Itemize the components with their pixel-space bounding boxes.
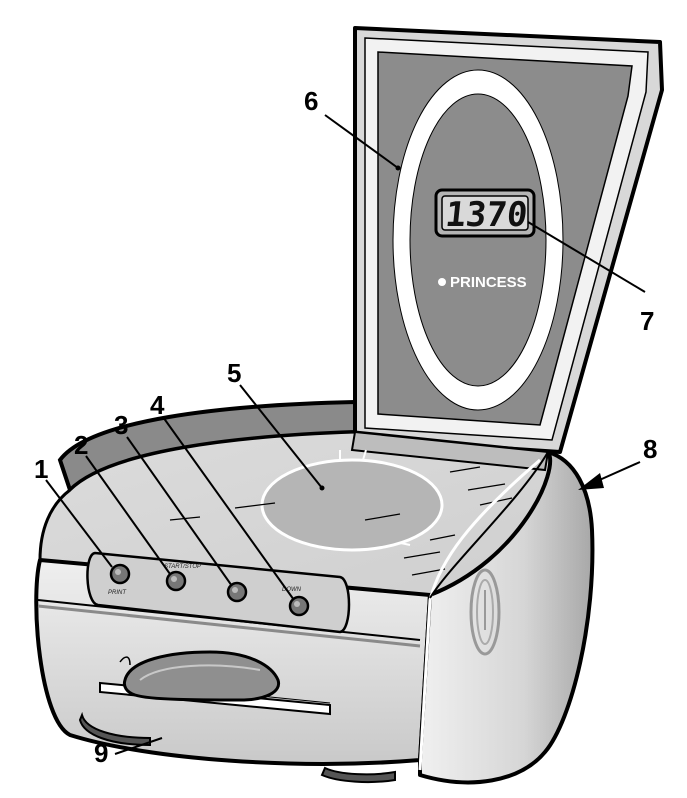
leader-line-6 — [324, 114, 399, 169]
brand-name: PRINCESS — [450, 274, 527, 291]
leader-line-9 — [114, 737, 163, 755]
start-stop-button[interactable] — [165, 570, 187, 592]
callout-7: 7 — [640, 306, 654, 336]
side-emblem-icon — [469, 568, 501, 656]
callout-4: 4 — [150, 390, 165, 420]
callout-9: 9 — [94, 738, 108, 768]
print-button[interactable] — [109, 563, 131, 585]
callout-5: 5 — [227, 358, 241, 388]
sticker-area — [260, 458, 444, 552]
button-panel: PRINT START/STOP DOWN — [86, 551, 351, 634]
base-body: PRINT START/STOP DOWN — [34, 399, 595, 785]
start-stop-button-label: START/STOP — [164, 564, 201, 570]
leader-line-7 — [527, 221, 646, 293]
leader-lines — [45, 114, 646, 755]
lid: 1370 PRINCESS — [353, 26, 664, 454]
down-button[interactable] — [288, 595, 310, 617]
down-button-label: DOWN — [282, 587, 302, 593]
callout-3: 3 — [114, 410, 128, 440]
lcd-display: 1370 — [434, 188, 536, 238]
leader-line-5 — [239, 384, 323, 489]
callout-8: 8 — [643, 434, 657, 464]
mode-button[interactable] — [226, 581, 248, 603]
callout-6: 6 — [304, 86, 318, 116]
leader-line-1 — [45, 479, 113, 568]
leader-line-4 — [162, 416, 295, 601]
callout-labels: 1 2 3 4 5 6 7 8 9 — [34, 86, 657, 768]
leader-line-2 — [85, 455, 171, 575]
leader-arrow-8 — [578, 461, 641, 490]
callout-2: 2 — [74, 430, 88, 460]
paper-cutter-lever[interactable] — [122, 650, 281, 702]
lcd-readout: 1370 — [443, 195, 529, 235]
leader-line-3 — [126, 436, 233, 587]
side-panel — [418, 450, 595, 785]
callout-1: 1 — [34, 454, 48, 484]
print-button-label: PRINT — [108, 590, 127, 596]
brand-logo-icon — [438, 278, 446, 286]
